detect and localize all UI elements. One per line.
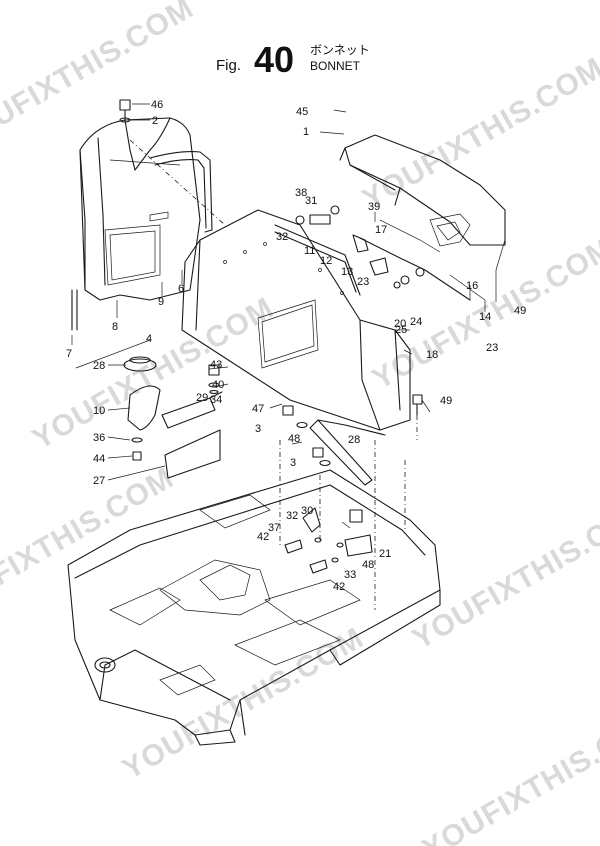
left-side-cover bbox=[71, 117, 213, 331]
callout: 39 bbox=[368, 201, 380, 213]
fig-number: 40 bbox=[254, 39, 294, 80]
callout: 11 bbox=[304, 245, 315, 257]
callout: 16 bbox=[466, 280, 478, 292]
fig-name-en: BONNET bbox=[310, 59, 361, 73]
callout: 49 bbox=[440, 395, 452, 407]
watermark: YOUFIXTHIS.COM bbox=[407, 491, 600, 656]
watermark: YOUFIXTHIS.COM bbox=[27, 291, 279, 456]
callout: 29 bbox=[196, 392, 208, 404]
callout: 21 bbox=[379, 548, 391, 560]
callout: 9 bbox=[158, 296, 164, 308]
callout: 40 bbox=[212, 379, 224, 391]
fig-name-jp: ボンネット bbox=[310, 43, 370, 57]
figure-title: Fig. 40 ボンネット BONNET bbox=[216, 39, 370, 80]
callout: 17 bbox=[375, 224, 387, 236]
callout: 42 bbox=[333, 581, 345, 593]
callout: 32 bbox=[276, 231, 288, 243]
callout: 45 bbox=[296, 106, 308, 118]
leader-lines bbox=[71, 103, 506, 529]
callout: 48 bbox=[288, 433, 300, 445]
watermark: YOUFIXTHIS.COM bbox=[357, 51, 600, 216]
callout: 13 bbox=[341, 266, 353, 278]
watermark: YOUFIXTHIS.COM bbox=[117, 621, 369, 786]
callout: 28 bbox=[93, 360, 105, 372]
callout: 20 bbox=[394, 318, 406, 330]
callout: 25 bbox=[395, 324, 407, 336]
callout: 18 bbox=[426, 349, 438, 361]
callout: 37 bbox=[268, 522, 280, 534]
lower-brackets bbox=[123, 356, 223, 479]
support-stay bbox=[282, 394, 423, 486]
callout: 38 bbox=[295, 187, 307, 199]
callout: 49 bbox=[514, 305, 526, 317]
bolt-41 bbox=[119, 99, 131, 123]
callout: 43 bbox=[210, 359, 222, 371]
top-bonnet-cover bbox=[339, 134, 506, 301]
alignment-lines bbox=[129, 139, 418, 610]
callout: 14 bbox=[479, 311, 491, 323]
fig-prefix: Fig. bbox=[216, 57, 241, 74]
callout: 44 bbox=[93, 453, 105, 465]
callout: 10 bbox=[93, 405, 105, 417]
watermark: YOUFIXTHIS.COM bbox=[0, 0, 199, 156]
callout: 4 bbox=[146, 333, 152, 345]
callout: 36 bbox=[93, 432, 105, 444]
callout: 23 bbox=[486, 342, 498, 354]
callout: 24 bbox=[410, 316, 422, 328]
watermark: YOUFIXTHIS.COM bbox=[417, 701, 600, 846]
callout: 27 bbox=[93, 475, 105, 487]
callout: 46 bbox=[151, 99, 163, 111]
callout: 34 bbox=[210, 394, 222, 406]
callout: 32 bbox=[286, 510, 298, 522]
hinge-rail bbox=[274, 205, 389, 296]
callout: 1 bbox=[303, 126, 309, 138]
callout: 12 bbox=[320, 255, 332, 267]
callout: 33 bbox=[344, 569, 356, 581]
center-panel bbox=[181, 209, 411, 431]
callout: 23 bbox=[357, 276, 369, 288]
callout: 48 bbox=[362, 559, 374, 571]
callout: 30 bbox=[301, 505, 313, 517]
main-frame bbox=[67, 469, 441, 746]
callout: 7 bbox=[66, 348, 72, 360]
callouts: 46 2 45 1 7 8 4 9 6 28 10 36 44 27 43 40… bbox=[66, 99, 526, 593]
watermark: YOUFIXTHIS.COM bbox=[0, 461, 179, 626]
callout: 6 bbox=[178, 283, 184, 295]
callout: 28 bbox=[348, 434, 360, 446]
callout: 31 bbox=[305, 195, 317, 207]
callout: 2 bbox=[152, 115, 158, 127]
callout: 8 bbox=[112, 321, 118, 333]
callout: 42 bbox=[257, 531, 269, 543]
callout: 3 bbox=[255, 423, 261, 435]
callout: 3 bbox=[290, 457, 296, 469]
callout: 47 bbox=[252, 403, 264, 415]
